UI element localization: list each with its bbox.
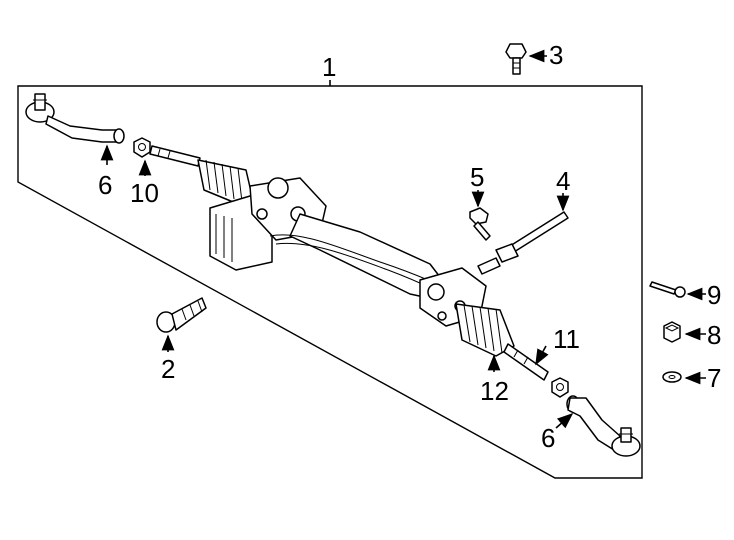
callout-7: 7 xyxy=(707,363,721,393)
bolt-2 xyxy=(156,297,207,333)
bolt-5 xyxy=(469,207,491,241)
assembly-boundary xyxy=(17,85,643,479)
inner-tie-rod-4 xyxy=(477,211,569,275)
callout-6-right: 6 xyxy=(541,423,555,453)
leader-11 xyxy=(535,345,549,366)
callout-9: 9 xyxy=(707,280,721,310)
pin-9 xyxy=(649,281,686,298)
callout-5: 5 xyxy=(470,162,484,192)
callout-2: 2 xyxy=(161,354,175,384)
nut-right xyxy=(551,377,569,398)
tie-rod-end-right xyxy=(566,395,641,457)
callout-8: 8 xyxy=(707,320,721,350)
callout-10: 10 xyxy=(130,178,159,208)
inner-tie-rod-left xyxy=(149,145,201,167)
callout-11: 11 xyxy=(553,324,580,354)
nut-8 xyxy=(663,321,681,343)
callout-6-left: 6 xyxy=(98,170,112,200)
washer-7 xyxy=(662,371,682,383)
tie-rod-end-left xyxy=(25,93,125,144)
inner-tie-rod-11 xyxy=(503,343,549,381)
bolt-3 xyxy=(505,43,527,75)
nut-10 xyxy=(133,137,151,158)
leader-6b xyxy=(555,412,574,429)
callout-12: 12 xyxy=(480,376,509,406)
steering-gear-housing xyxy=(197,159,515,357)
callout-1: 1 xyxy=(322,52,336,82)
callout-3: 3 xyxy=(549,40,563,70)
callout-4: 4 xyxy=(556,166,570,196)
